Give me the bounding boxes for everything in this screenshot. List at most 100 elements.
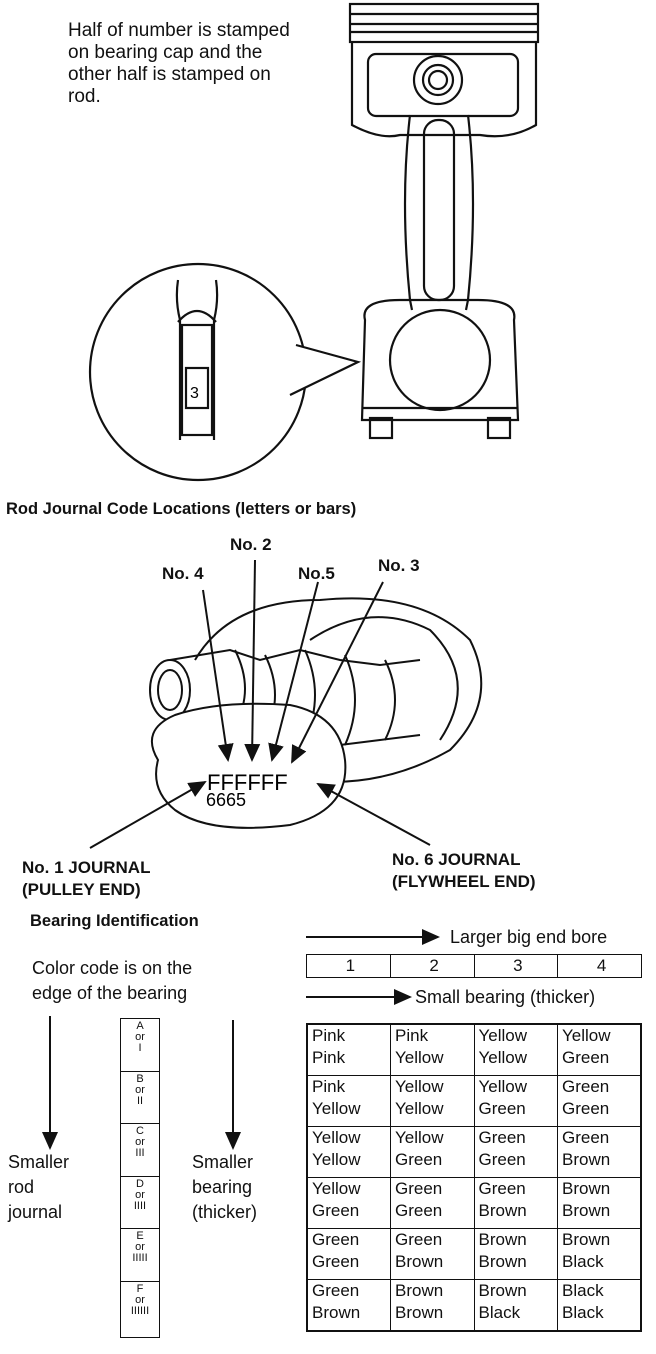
color-name: Black bbox=[562, 1303, 604, 1322]
color-name: Brown bbox=[395, 1252, 444, 1271]
journal-label-no2: No. 2 bbox=[230, 535, 272, 554]
color-name: Pink bbox=[395, 1026, 429, 1045]
color-name: Green bbox=[312, 1281, 360, 1300]
color-name: Green bbox=[478, 1128, 526, 1147]
color-name: Pink bbox=[312, 1026, 346, 1045]
color-name: Brown bbox=[312, 1303, 361, 1322]
connecting-rod bbox=[360, 114, 520, 440]
bearing-arrows bbox=[42, 929, 440, 1150]
color-name: Black bbox=[562, 1252, 604, 1271]
color-name: Brown bbox=[395, 1303, 444, 1322]
color-name: Green bbox=[478, 1099, 526, 1118]
color-name: Green bbox=[478, 1150, 526, 1169]
color-name: Brown bbox=[562, 1230, 611, 1249]
color-name: Brown bbox=[562, 1201, 611, 1220]
magnified-callout bbox=[88, 262, 362, 482]
color-name: Yellow bbox=[478, 1048, 528, 1067]
column-number: 1 bbox=[306, 954, 391, 978]
smaller-bearing-label: Smaller bearing (thicker) bbox=[192, 1152, 258, 1222]
bore-column-header: 1 2 3 4 bbox=[306, 954, 642, 978]
color-name: Green bbox=[562, 1077, 610, 1096]
color-name: Brown bbox=[478, 1252, 527, 1271]
color-code-note: Color code is on the edge of the bearing bbox=[32, 958, 193, 1003]
color-name: Green bbox=[312, 1230, 360, 1249]
larger-bore-label: Larger big end bore bbox=[450, 927, 608, 947]
color-name: Yellow bbox=[395, 1077, 444, 1096]
color-name: Green bbox=[395, 1201, 443, 1220]
callout-stamp-number: 3 bbox=[190, 385, 199, 402]
journal-label-no5: No.5 bbox=[298, 564, 335, 583]
color-name: Yellow bbox=[312, 1150, 361, 1169]
color-name: Yellow bbox=[562, 1026, 611, 1045]
color-name: Green bbox=[312, 1252, 360, 1271]
color-name: Green bbox=[562, 1099, 610, 1118]
color-name: Yellow bbox=[395, 1099, 444, 1118]
small-bearing-label: Small bearing (thicker) bbox=[415, 987, 596, 1007]
color-name: Brown bbox=[478, 1230, 527, 1249]
color-name: Brown bbox=[395, 1281, 444, 1300]
color-name: Yellow bbox=[478, 1026, 528, 1045]
color-name: Black bbox=[562, 1281, 604, 1300]
column-number: 4 bbox=[557, 954, 642, 978]
column-number: 2 bbox=[389, 954, 475, 978]
journal-label-no3: No. 3 bbox=[378, 556, 420, 575]
color-name: Yellow bbox=[312, 1128, 361, 1147]
bearing-caption: Bearing Identification bbox=[30, 912, 199, 930]
color-name: Brown bbox=[478, 1201, 527, 1220]
color-name: Yellow bbox=[395, 1048, 444, 1067]
color-name: Green bbox=[395, 1179, 443, 1198]
color-name: Brown bbox=[562, 1179, 611, 1198]
color-name: Pink bbox=[312, 1048, 346, 1067]
color-name: Yellow bbox=[312, 1179, 361, 1198]
color-name: Yellow bbox=[478, 1077, 528, 1096]
color-name: Yellow bbox=[312, 1099, 361, 1118]
color-name: Brown bbox=[478, 1281, 527, 1300]
journal-code-letters: FFFFFF bbox=[207, 770, 288, 795]
journal-pointer-lines bbox=[89, 559, 431, 849]
color-name: Yellow bbox=[395, 1128, 444, 1147]
rod-journal-caption: Rod Journal Code Locations (letters or b… bbox=[6, 500, 357, 518]
rod-stamp-note: Half of number is stamped on bearing cap… bbox=[68, 20, 290, 107]
color-name: Pink bbox=[312, 1077, 346, 1096]
column-number: 3 bbox=[473, 954, 559, 978]
journal6-label: No. 6 JOURNAL (FLYWHEEL END) bbox=[392, 850, 536, 891]
color-name: Green bbox=[562, 1048, 610, 1067]
smaller-rod-label: Smaller rod journal bbox=[8, 1152, 70, 1222]
color-name: Green bbox=[312, 1201, 360, 1220]
